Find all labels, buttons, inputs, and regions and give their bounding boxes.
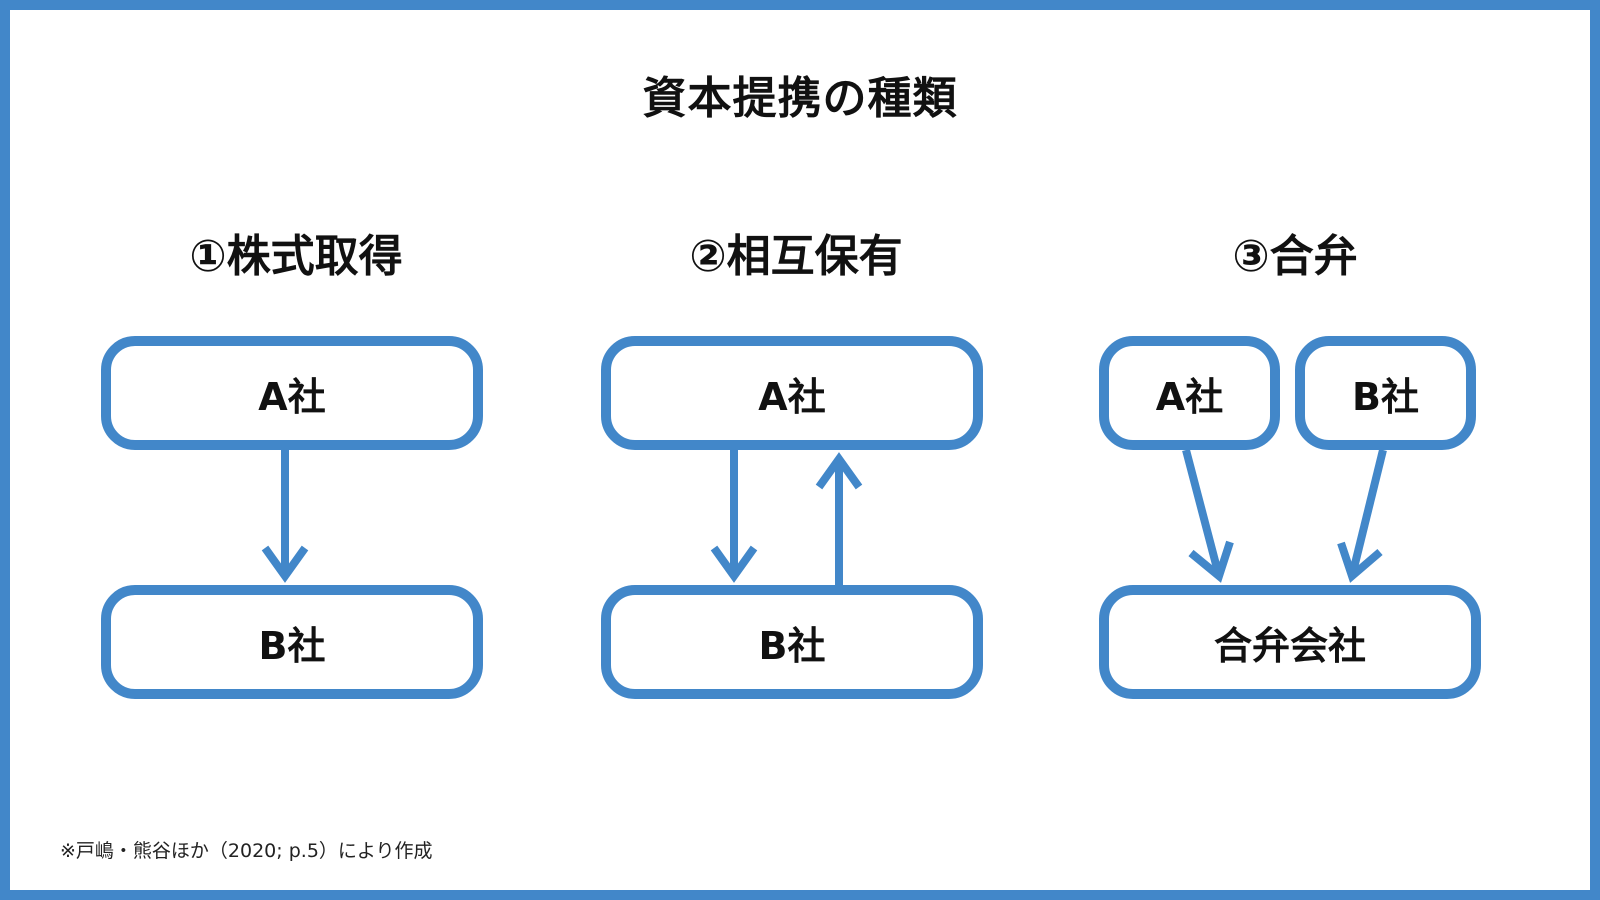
cross-holding-company-a-box: A社	[601, 336, 983, 450]
source-footnote: ※戸嶋・熊谷ほか（2020; p.5）により作成	[60, 840, 433, 862]
joint-venture-company-a-box: A社	[1099, 336, 1280, 450]
stock-acquisition-company-a-box: A社	[101, 336, 483, 450]
slide-title: 資本提携の種類	[642, 73, 958, 124]
arrow-a-to-b	[710, 450, 758, 583]
section-heading-cross-holding: ②相互保有	[689, 231, 903, 282]
arrow-b-to-joint-venture	[1337, 449, 1387, 583]
box-label: B社	[1352, 374, 1419, 419]
arrow-a-to-b	[261, 450, 309, 583]
joint-venture-company-box: 合弁会社	[1099, 585, 1481, 699]
box-label: A社	[1155, 374, 1224, 419]
box-label: B社	[258, 623, 326, 668]
section-heading-joint-venture: ③合弁	[1232, 231, 1358, 282]
box-label: A社	[758, 374, 826, 419]
box-label: B社	[758, 623, 826, 668]
section-heading-stock-acquisition: ①株式取得	[189, 231, 403, 282]
stock-acquisition-company-b-box: B社	[101, 585, 483, 699]
arrow-a-to-joint-venture	[1182, 448, 1234, 583]
arrows-layer	[261, 448, 1387, 585]
box-label: A社	[258, 374, 326, 419]
joint-venture-company-b-box: B社	[1295, 336, 1476, 450]
cross-holding-company-b-box: B社	[601, 585, 983, 699]
arrow-b-to-a	[815, 452, 863, 585]
box-label: 合弁会社	[1213, 623, 1366, 668]
